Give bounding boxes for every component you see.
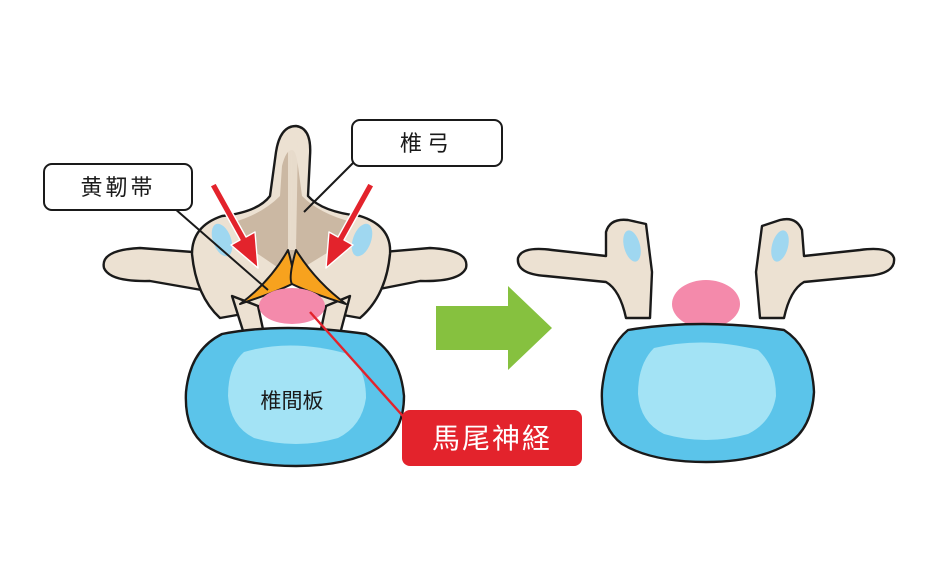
right-diagram-right-process — [754, 217, 896, 320]
compressed-cauda-equina — [259, 288, 325, 324]
cauda-equina-label: 馬尾神経 — [432, 422, 552, 455]
ligamentum-flavum-label-box — [43, 163, 193, 211]
right-diagram-left-facet — [623, 230, 641, 262]
cauda-equina-label-box — [402, 410, 582, 466]
decompressed-vertebra — [516, 217, 896, 464]
right-arrow-icon — [436, 286, 552, 370]
ligamentum-flavum-leader — [173, 207, 269, 291]
cauda-equina-leader — [309, 311, 411, 425]
compression-arrow-icon — [325, 182, 375, 269]
nucleus — [228, 345, 366, 444]
left-facet — [211, 223, 233, 257]
right-diagram-right-facet — [771, 230, 789, 262]
lamina-leader — [303, 159, 357, 213]
lamina-label: 椎弓 — [400, 132, 454, 157]
right-facet — [351, 223, 373, 257]
right-diagram-nucleus — [638, 342, 776, 440]
decompressed-cauda-equina — [672, 280, 740, 328]
compression-arrow-icon — [209, 182, 259, 269]
ligamentum-flavum-label: 黄靭帯 — [80, 176, 155, 201]
lamina-label-box — [351, 119, 503, 167]
right-diagram-left-process — [516, 218, 654, 320]
disc-label: 椎間板 — [261, 389, 324, 413]
spinous-highlight — [288, 137, 298, 250]
stenotic-vertebra: 椎間板 — [102, 124, 468, 468]
